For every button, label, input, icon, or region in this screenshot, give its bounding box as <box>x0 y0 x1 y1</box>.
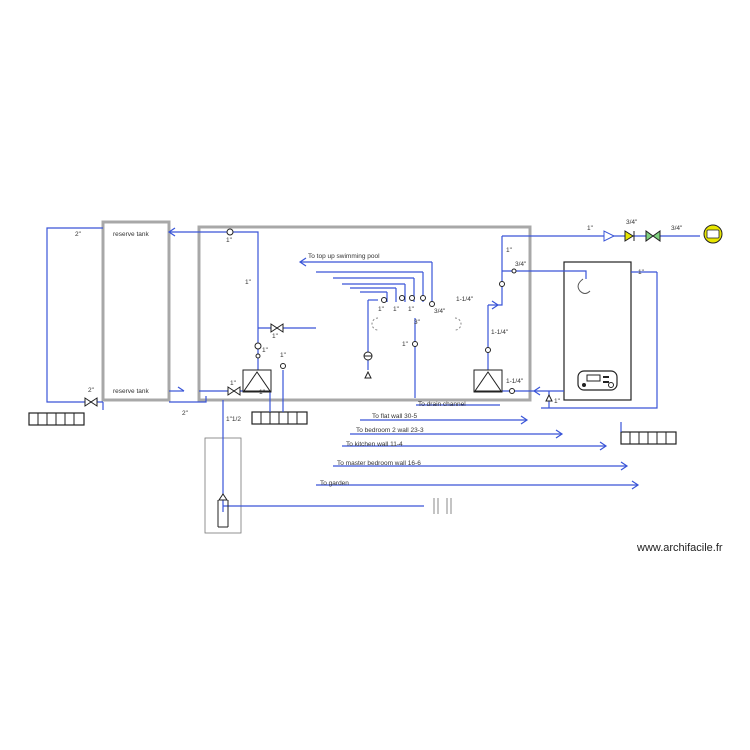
valve-pump-left-up <box>254 342 262 359</box>
valve-2in-left <box>84 397 98 407</box>
size-heater-out: 1" <box>638 269 645 276</box>
valve-top-left <box>226 228 234 236</box>
radiator-middle <box>251 411 308 425</box>
size-manifold-3-4: 3/4" <box>434 308 446 315</box>
size-3-4-b: 3/4" <box>671 225 683 232</box>
label-master-bedroom-wall: To master bedroom wall 16-6 <box>337 460 421 467</box>
size-bottom-valve: 1" <box>554 398 561 405</box>
valve-pump-right-out <box>280 363 286 369</box>
valve-crossing <box>270 323 284 333</box>
size-pump-left-b: 1" <box>230 380 237 387</box>
size-manifold-c: 1" <box>408 306 415 313</box>
label-flat-wall: To flat wall 30-5 <box>372 413 418 420</box>
size-manifold-3: 3" <box>414 319 421 326</box>
dashed-fittings <box>371 317 462 331</box>
label-garden: To garden <box>320 480 349 487</box>
size-pump-right: 1" <box>280 352 287 359</box>
size-top-right: 1" <box>587 225 594 232</box>
size-2in-b: 2" <box>88 387 95 394</box>
label-reserve-tank-top: reserve tank <box>113 231 150 238</box>
pump-right <box>473 369 503 393</box>
size-2in-a: 2" <box>75 231 82 238</box>
size-filter: 1" <box>402 341 409 348</box>
valve-right-riser <box>485 268 517 353</box>
pump-left <box>242 369 272 393</box>
size-pump-left-a: 1" <box>262 347 269 354</box>
radiator-left <box>28 412 85 426</box>
size-vertical: 1" <box>245 279 252 286</box>
garden-tap <box>433 498 452 514</box>
size-well: 1"1/2 <box>226 416 241 423</box>
size-top-left: 1" <box>226 237 233 244</box>
size-inlet-tank: 1" <box>259 389 266 396</box>
size-manifold-b: 1" <box>393 306 400 313</box>
size-2in-c: 2" <box>182 410 189 417</box>
water-heater-flue <box>577 278 591 294</box>
size-heater-3-4: 3/4" <box>515 261 527 268</box>
size-1-1-4-a: 1-1/4" <box>456 296 474 303</box>
label-top-up-pool: To top up swimming pool <box>308 253 380 260</box>
size-manifold-a: 1" <box>378 306 385 313</box>
filter-middle <box>412 341 418 347</box>
radiator-right <box>620 431 677 445</box>
check-valve-top-right <box>603 230 616 242</box>
meter-valves <box>624 230 661 242</box>
label-reserve-tank-bottom: reserve tank <box>113 388 150 395</box>
size-mid: 1" <box>272 333 279 340</box>
watermark: www.archifacile.fr <box>636 542 723 554</box>
plant-room-wall <box>197 225 532 402</box>
water-meter <box>703 224 723 244</box>
water-heater-knob-right <box>608 382 614 388</box>
label-bedroom2-wall: To bedroom 2 wall 23-3 <box>356 427 424 434</box>
pressure-vessel <box>363 351 373 379</box>
water-heater-knob-left <box>582 383 586 387</box>
water-heater-display <box>586 374 601 382</box>
label-kitchen-wall: To kitchen wall 11-4 <box>346 441 403 448</box>
size-riser: 1" <box>506 247 513 254</box>
size-3-4-a: 3/4" <box>626 219 638 226</box>
size-1-1-4-c: 1-1/4" <box>506 378 524 385</box>
size-1-1-4-b: 1-1/4" <box>491 329 509 336</box>
valve-heater-out <box>509 388 553 402</box>
well-pump <box>217 493 229 528</box>
valve-manifold <box>381 295 435 307</box>
label-drain-channel: To drain channel <box>418 401 466 408</box>
left-reserve-tank <box>101 220 171 402</box>
valve-pump-left-in <box>227 386 241 396</box>
